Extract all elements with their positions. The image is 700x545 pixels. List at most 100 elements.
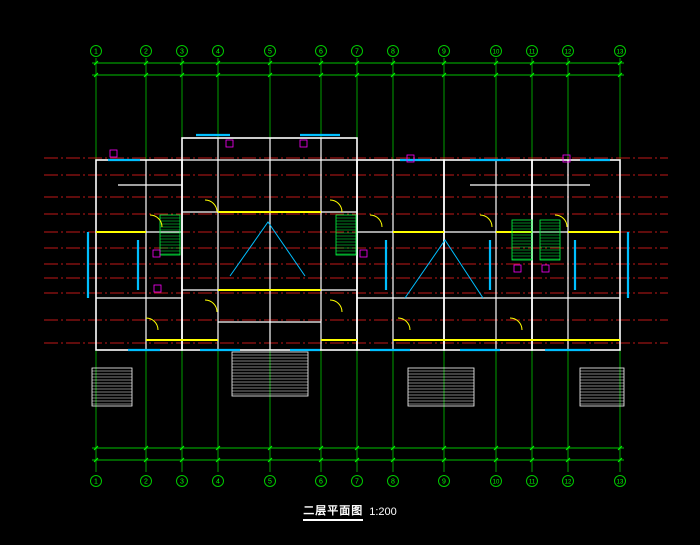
- dimension-tick: [318, 445, 324, 451]
- dimension-tick: [143, 445, 149, 451]
- dimension-tick: [215, 72, 221, 78]
- dimension-tick: [617, 457, 623, 463]
- drawing-title: 二层平面图: [303, 502, 364, 521]
- dimension-tick: [93, 72, 99, 78]
- grid-bubble-label: 2: [144, 49, 148, 56]
- grid-bubble-label: 1: [94, 49, 98, 56]
- dimension-tick: [215, 60, 221, 66]
- stair-exterior: [407, 367, 475, 407]
- plumbing-fixture: [406, 154, 415, 163]
- grid-bubble-top-11: 11: [526, 45, 538, 57]
- door-swing: [397, 317, 411, 331]
- grid-bubble-top-2: 2: [140, 45, 152, 57]
- plumbing-fixture: [359, 249, 368, 258]
- plumbing-fixture: [299, 139, 308, 148]
- dimension-tick: [267, 445, 273, 451]
- grid-bubble-bottom-4: 4: [212, 475, 224, 487]
- dimension-tick: [529, 60, 535, 66]
- plumbing-fixture: [153, 284, 162, 293]
- dimension-tick: [143, 457, 149, 463]
- dimension-tick: [617, 72, 623, 78]
- dimension-tick: [441, 457, 447, 463]
- dimension-tick: [390, 457, 396, 463]
- drawing-title-block: 二层平面图 1:200: [0, 497, 700, 521]
- grid-bubble-circle: [614, 45, 626, 57]
- grid-bubble-bottom-9: 9: [438, 475, 450, 487]
- dimension-tick: [441, 445, 447, 451]
- dimension-tick: [215, 457, 221, 463]
- grid-bubble-circle: [140, 45, 152, 57]
- grid-bubble-top-7: 7: [351, 45, 363, 57]
- door-swing: [369, 214, 383, 228]
- dimension-tick: [617, 445, 623, 451]
- grid-bubble-top-9: 9: [438, 45, 450, 57]
- dimension-tick: [179, 72, 185, 78]
- doors: [145, 199, 568, 331]
- dimension-tick: [390, 445, 396, 451]
- door-swing: [149, 214, 163, 228]
- dimension-tick: [565, 457, 571, 463]
- grid-bubble-circle: [387, 45, 399, 57]
- dimension-lines: [92, 60, 624, 463]
- grid-bubble-circle: [264, 475, 276, 487]
- stair-interior: [511, 219, 533, 261]
- dimension-tick: [179, 457, 185, 463]
- plumbing-fixture: [109, 149, 118, 158]
- dimension-tick: [318, 60, 324, 66]
- grid-bubble-bottom-2: 2: [140, 475, 152, 487]
- grid-bubble-circle: [438, 475, 450, 487]
- grid-bubble-label: 12: [565, 480, 572, 486]
- grid-bubble-top-4: 4: [212, 45, 224, 57]
- grid-bubble-label: 4: [216, 49, 220, 56]
- grid-bubble-circle: [351, 45, 363, 57]
- grid-bubble-circle: [140, 475, 152, 487]
- grid-bubble-circle: [526, 475, 538, 487]
- grid-bubble-circle: [315, 475, 327, 487]
- plumbing-fixture: [541, 264, 550, 273]
- grid-bubble-circle: [490, 45, 502, 57]
- grid-bubble-bottom-8: 8: [387, 475, 399, 487]
- dimension-tick: [529, 457, 535, 463]
- grid-bubble-label: 6: [319, 479, 323, 486]
- dimension-tick: [267, 72, 273, 78]
- stair-exterior: [231, 351, 309, 397]
- grid-bubble-top-10: 10: [490, 45, 502, 57]
- grid-bubble-top-12: 12: [562, 45, 574, 57]
- grid-bubble-circle: [526, 45, 538, 57]
- door-swing: [204, 199, 218, 213]
- grid-bubble-label: 9: [442, 49, 446, 56]
- dimension-tick: [143, 60, 149, 66]
- grid-bubble-circle: [351, 475, 363, 487]
- grid-bubble-label: 7: [355, 479, 359, 486]
- grid-bubble-label: 2: [144, 479, 148, 486]
- stair-interior: [159, 214, 181, 256]
- dimension-tick: [179, 445, 185, 451]
- roof-ridge-line: [404, 239, 484, 299]
- grid-bubble-bottom-6: 6: [315, 475, 327, 487]
- grid-bubble-circle: [562, 45, 574, 57]
- grid-bubble-top-5: 5: [264, 45, 276, 57]
- grid-bubble-label: 8: [391, 49, 395, 56]
- door-swing: [204, 299, 218, 313]
- stair-interior: [335, 214, 357, 256]
- grid-bubble-circle: [387, 475, 399, 487]
- grid-bubble-label: 3: [180, 49, 184, 56]
- grid-bubble-label: 13: [617, 480, 624, 486]
- plumbing-fixture: [513, 264, 522, 273]
- grid-bubble-label: 13: [617, 50, 624, 56]
- grid-bubble-bottom-7: 7: [351, 475, 363, 487]
- dimension-tick: [493, 457, 499, 463]
- door-swing: [509, 317, 523, 331]
- grid-bubble-top-8: 8: [387, 45, 399, 57]
- dimension-tick: [93, 60, 99, 66]
- stair-exterior: [91, 367, 133, 407]
- door-swing: [479, 214, 493, 228]
- roof-ridge-line: [229, 221, 306, 277]
- plumbing-fixture: [225, 139, 234, 148]
- dimension-tick: [215, 445, 221, 451]
- dimension-tick: [267, 60, 273, 66]
- dimension-tick: [179, 60, 185, 66]
